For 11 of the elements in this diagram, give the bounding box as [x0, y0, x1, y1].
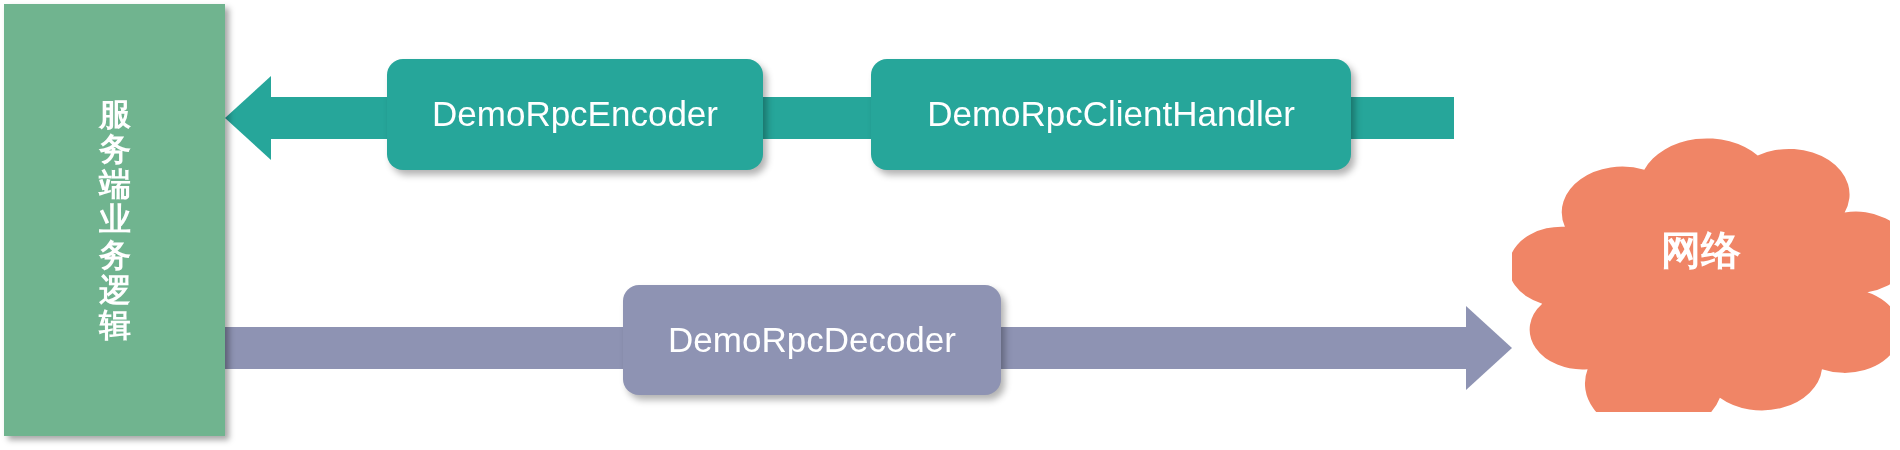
- node-label: DemoRpcDecoder: [668, 318, 956, 361]
- process-box: [387, 59, 763, 170]
- node-label: DemoRpcClientHandler: [927, 93, 1295, 136]
- node-label: 服务端业务逻辑: [98, 96, 131, 344]
- process-box: [623, 285, 1001, 395]
- process-box: [871, 59, 1351, 170]
- vertical-panel: [4, 4, 225, 436]
- node-label: DemoRpcEncoder: [432, 93, 718, 136]
- arrow: [225, 76, 387, 160]
- arrow: [1001, 306, 1512, 390]
- node-label: 网络: [1661, 226, 1741, 274]
